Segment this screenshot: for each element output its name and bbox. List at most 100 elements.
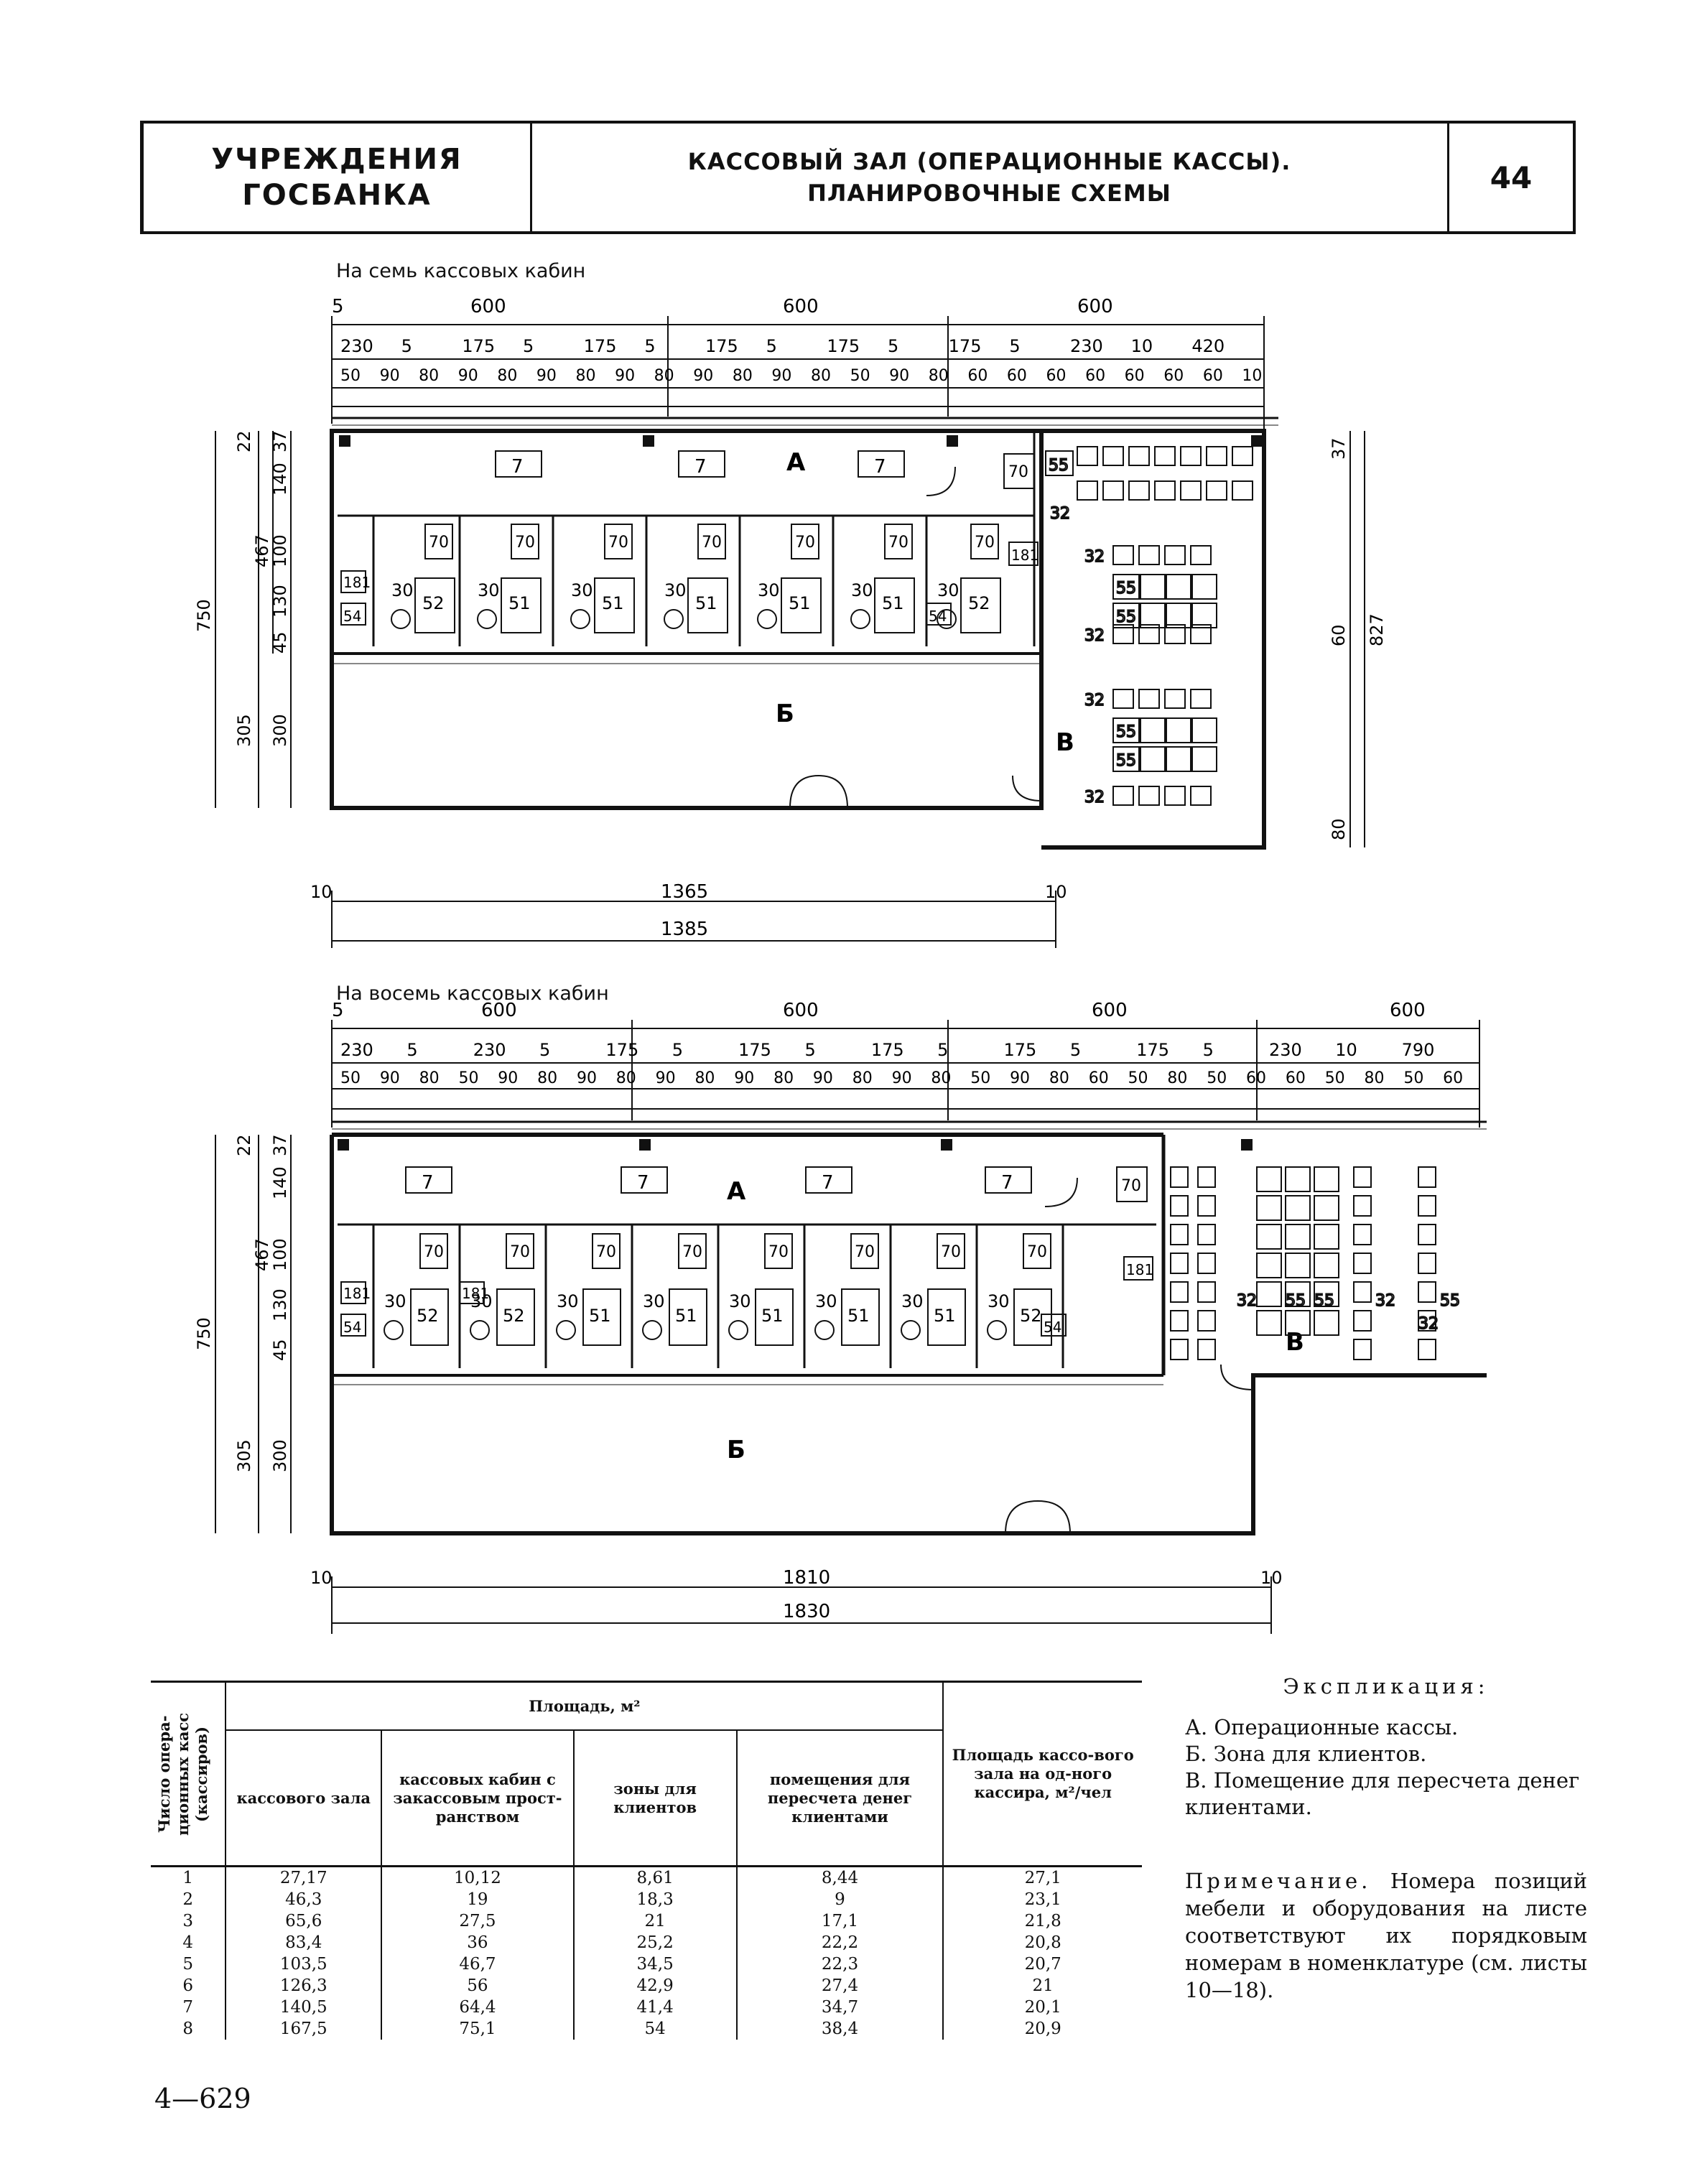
plan1-chair-32 <box>1164 545 1186 565</box>
plan1-desk-mark-2: 7 <box>694 456 707 478</box>
plan1-dim-row3_dims-9: 90 <box>693 367 713 385</box>
plan2-dim-row3_dims-5: 80 <box>537 1069 557 1087</box>
plan2-table-label: 55 <box>1314 1292 1334 1310</box>
plan2-dim-row3_dims-12: 90 <box>813 1069 833 1087</box>
plan2-dim-left-467: 467 <box>252 1238 272 1271</box>
plan1-dim-row2_dims-12: 230 <box>1070 336 1103 356</box>
plan2-chair-label: 70 <box>510 1243 530 1261</box>
col-hall-header: кассового зала <box>225 1730 382 1867</box>
plan2-chair-32 <box>1197 1339 1216 1360</box>
plan1-chair-label: 70 <box>608 534 628 552</box>
plan1-chair-label: 32 <box>1084 789 1105 807</box>
plan2-table-cell <box>1285 1195 1311 1221</box>
plan1-table-cell <box>1166 574 1191 600</box>
plan2-dim-left-300: 300 <box>270 1439 290 1472</box>
table-cell: 21 <box>572 1910 737 1932</box>
plan2-dim-left-45: 45 <box>270 1339 290 1361</box>
table-cell: 20,1 <box>942 1997 1142 2018</box>
plan2-safe-label: 181 <box>343 1285 371 1302</box>
plan1-stool <box>937 609 957 629</box>
plan1-chair-32 <box>1138 689 1160 709</box>
plan1-dim-top-2: 600 <box>783 296 819 317</box>
plan1-table-label: 55 <box>1116 723 1136 741</box>
plan1-dim-bottom-1385: 1385 <box>661 919 708 940</box>
plan1-stool <box>477 609 497 629</box>
plan1-dim-row2_dims-6: 175 <box>705 336 738 356</box>
sheet-title-cell: КАССОВЫЙ ЗАЛ (ОПЕРАЦИОННЫЕ КАССЫ). ПЛАНИ… <box>531 124 1449 231</box>
plan1-chair-32 <box>1077 480 1098 501</box>
plan1-dim-row3_dims-11: 90 <box>771 367 791 385</box>
plan1-safe-label: 181 <box>343 574 371 591</box>
plan1-dim-row3_dims-8: 80 <box>654 367 674 385</box>
plan2-table-cell <box>1285 1310 1311 1336</box>
plan2-cabinet-54b <box>1041 1314 1067 1337</box>
plan2-desk-mark-2: 7 <box>637 1172 649 1194</box>
plan2-chair-label: 32 <box>1375 1292 1395 1310</box>
plan2-dim-row3_dims-7: 80 <box>616 1069 636 1087</box>
plan2-chair-label: 70 <box>682 1243 702 1261</box>
plan1-cashier-desk <box>960 577 1001 633</box>
plan1-drawing: 7 7 7 7052307051307051307051307051307051… <box>194 296 1387 948</box>
plan2-stool <box>814 1320 835 1340</box>
table-cell: 8,61 <box>572 1866 737 1889</box>
plan2-chair-32 <box>1197 1224 1216 1245</box>
note: Примечание. Номера позиций мебели и обор… <box>1185 1867 1587 2004</box>
plan1-chair-32 <box>1128 480 1150 501</box>
plan2-safe-label: 181 <box>1126 1261 1153 1278</box>
area-table: Число опера-ционных касс (кассиров) Площ… <box>151 1681 1142 2040</box>
plan2-table-cell <box>1256 1310 1282 1336</box>
plan2-caption: На восемь кассовых кабин <box>336 982 609 1005</box>
plan1-chair-label: 32 <box>1084 627 1105 645</box>
plan1-dim-left-100: 100 <box>270 534 290 567</box>
table-cell: 21 <box>942 1975 1142 1997</box>
explication: Экспликация: А. Операционные кассы. Б. З… <box>1185 1673 1587 1821</box>
plan2-cabinet-54 <box>340 1314 366 1337</box>
note-text: Номера позиций мебели и оборудования на … <box>1185 1869 1587 2002</box>
plan1-dim-row2_dims-0: 230 <box>340 336 373 356</box>
plan1-dim-row2_dims-3: 5 <box>523 336 534 356</box>
plan1-table-55 <box>1112 746 1140 772</box>
plan2-cashier-desk <box>927 1288 966 1346</box>
plan2-dim-top-0: 5 <box>332 1000 344 1021</box>
plan1-dim-row2_dims-8: 175 <box>827 336 860 356</box>
plan2-chair-70 <box>592 1233 621 1269</box>
plan2-chair-label: 70 <box>1027 1243 1047 1261</box>
plan1-table-label: 55 <box>1116 608 1136 626</box>
plan1-chair-label: 32 <box>1084 548 1105 566</box>
plan2-chair-70 <box>764 1233 793 1269</box>
plan2-stool-label: 30 <box>901 1291 924 1311</box>
plan2-chair-70 <box>419 1233 448 1269</box>
plan2-dim-left-305: 305 <box>234 1439 254 1472</box>
plan2-stool-label: 30 <box>557 1291 579 1311</box>
plan2-dim-row2_dims-10: 175 <box>1004 1040 1037 1060</box>
plan1-dim-right-827: 827 <box>1367 613 1387 646</box>
sheet-title-line-2: ПЛАНИРОВОЧНЫЕ СХЕМЫ <box>807 180 1171 207</box>
plan2-wall-seat <box>1170 1339 1189 1360</box>
plan1-cashier-desk-label: 51 <box>789 593 811 613</box>
plan1-chair-32 <box>1112 689 1134 709</box>
plan2-wall-seat <box>1170 1253 1189 1274</box>
plan2-wall-seat <box>1170 1281 1189 1303</box>
plan2-cashier-desk <box>1013 1288 1052 1346</box>
plan2-chair-32 <box>1353 1281 1372 1303</box>
plan2-dim-row2_dims-4: 175 <box>605 1040 638 1060</box>
plan1-dim-row3_dims-13: 50 <box>850 367 870 385</box>
plan1-cashier-desk <box>687 577 728 633</box>
title-block: УЧРЕЖДЕНИЯ ГОСБАНКА КАССОВЫЙ ЗАЛ (ОПЕРАЦ… <box>140 121 1576 234</box>
plan2-table-cell <box>1285 1281 1311 1307</box>
plan2-zone-v: В <box>1286 1328 1304 1357</box>
table-cell: 167,5 <box>225 2018 382 2040</box>
plan2-table-cell <box>1314 1281 1339 1307</box>
plan2-dim-row2_dims-5: 5 <box>672 1040 683 1060</box>
table-cell: 64,4 <box>381 1997 574 2018</box>
table-cell: 1 <box>182 1869 193 1887</box>
plan2-zone-b: Б <box>727 1436 745 1464</box>
col-count-header: Число опера-ционных касс (кассиров) <box>151 1681 227 1867</box>
table-cell: 20,9 <box>942 2018 1142 2040</box>
table-cell: 140,5 <box>225 1997 382 2018</box>
plan1-dim-bottom-10a: 10 <box>310 882 333 902</box>
plan1-table-cell <box>1166 746 1191 772</box>
